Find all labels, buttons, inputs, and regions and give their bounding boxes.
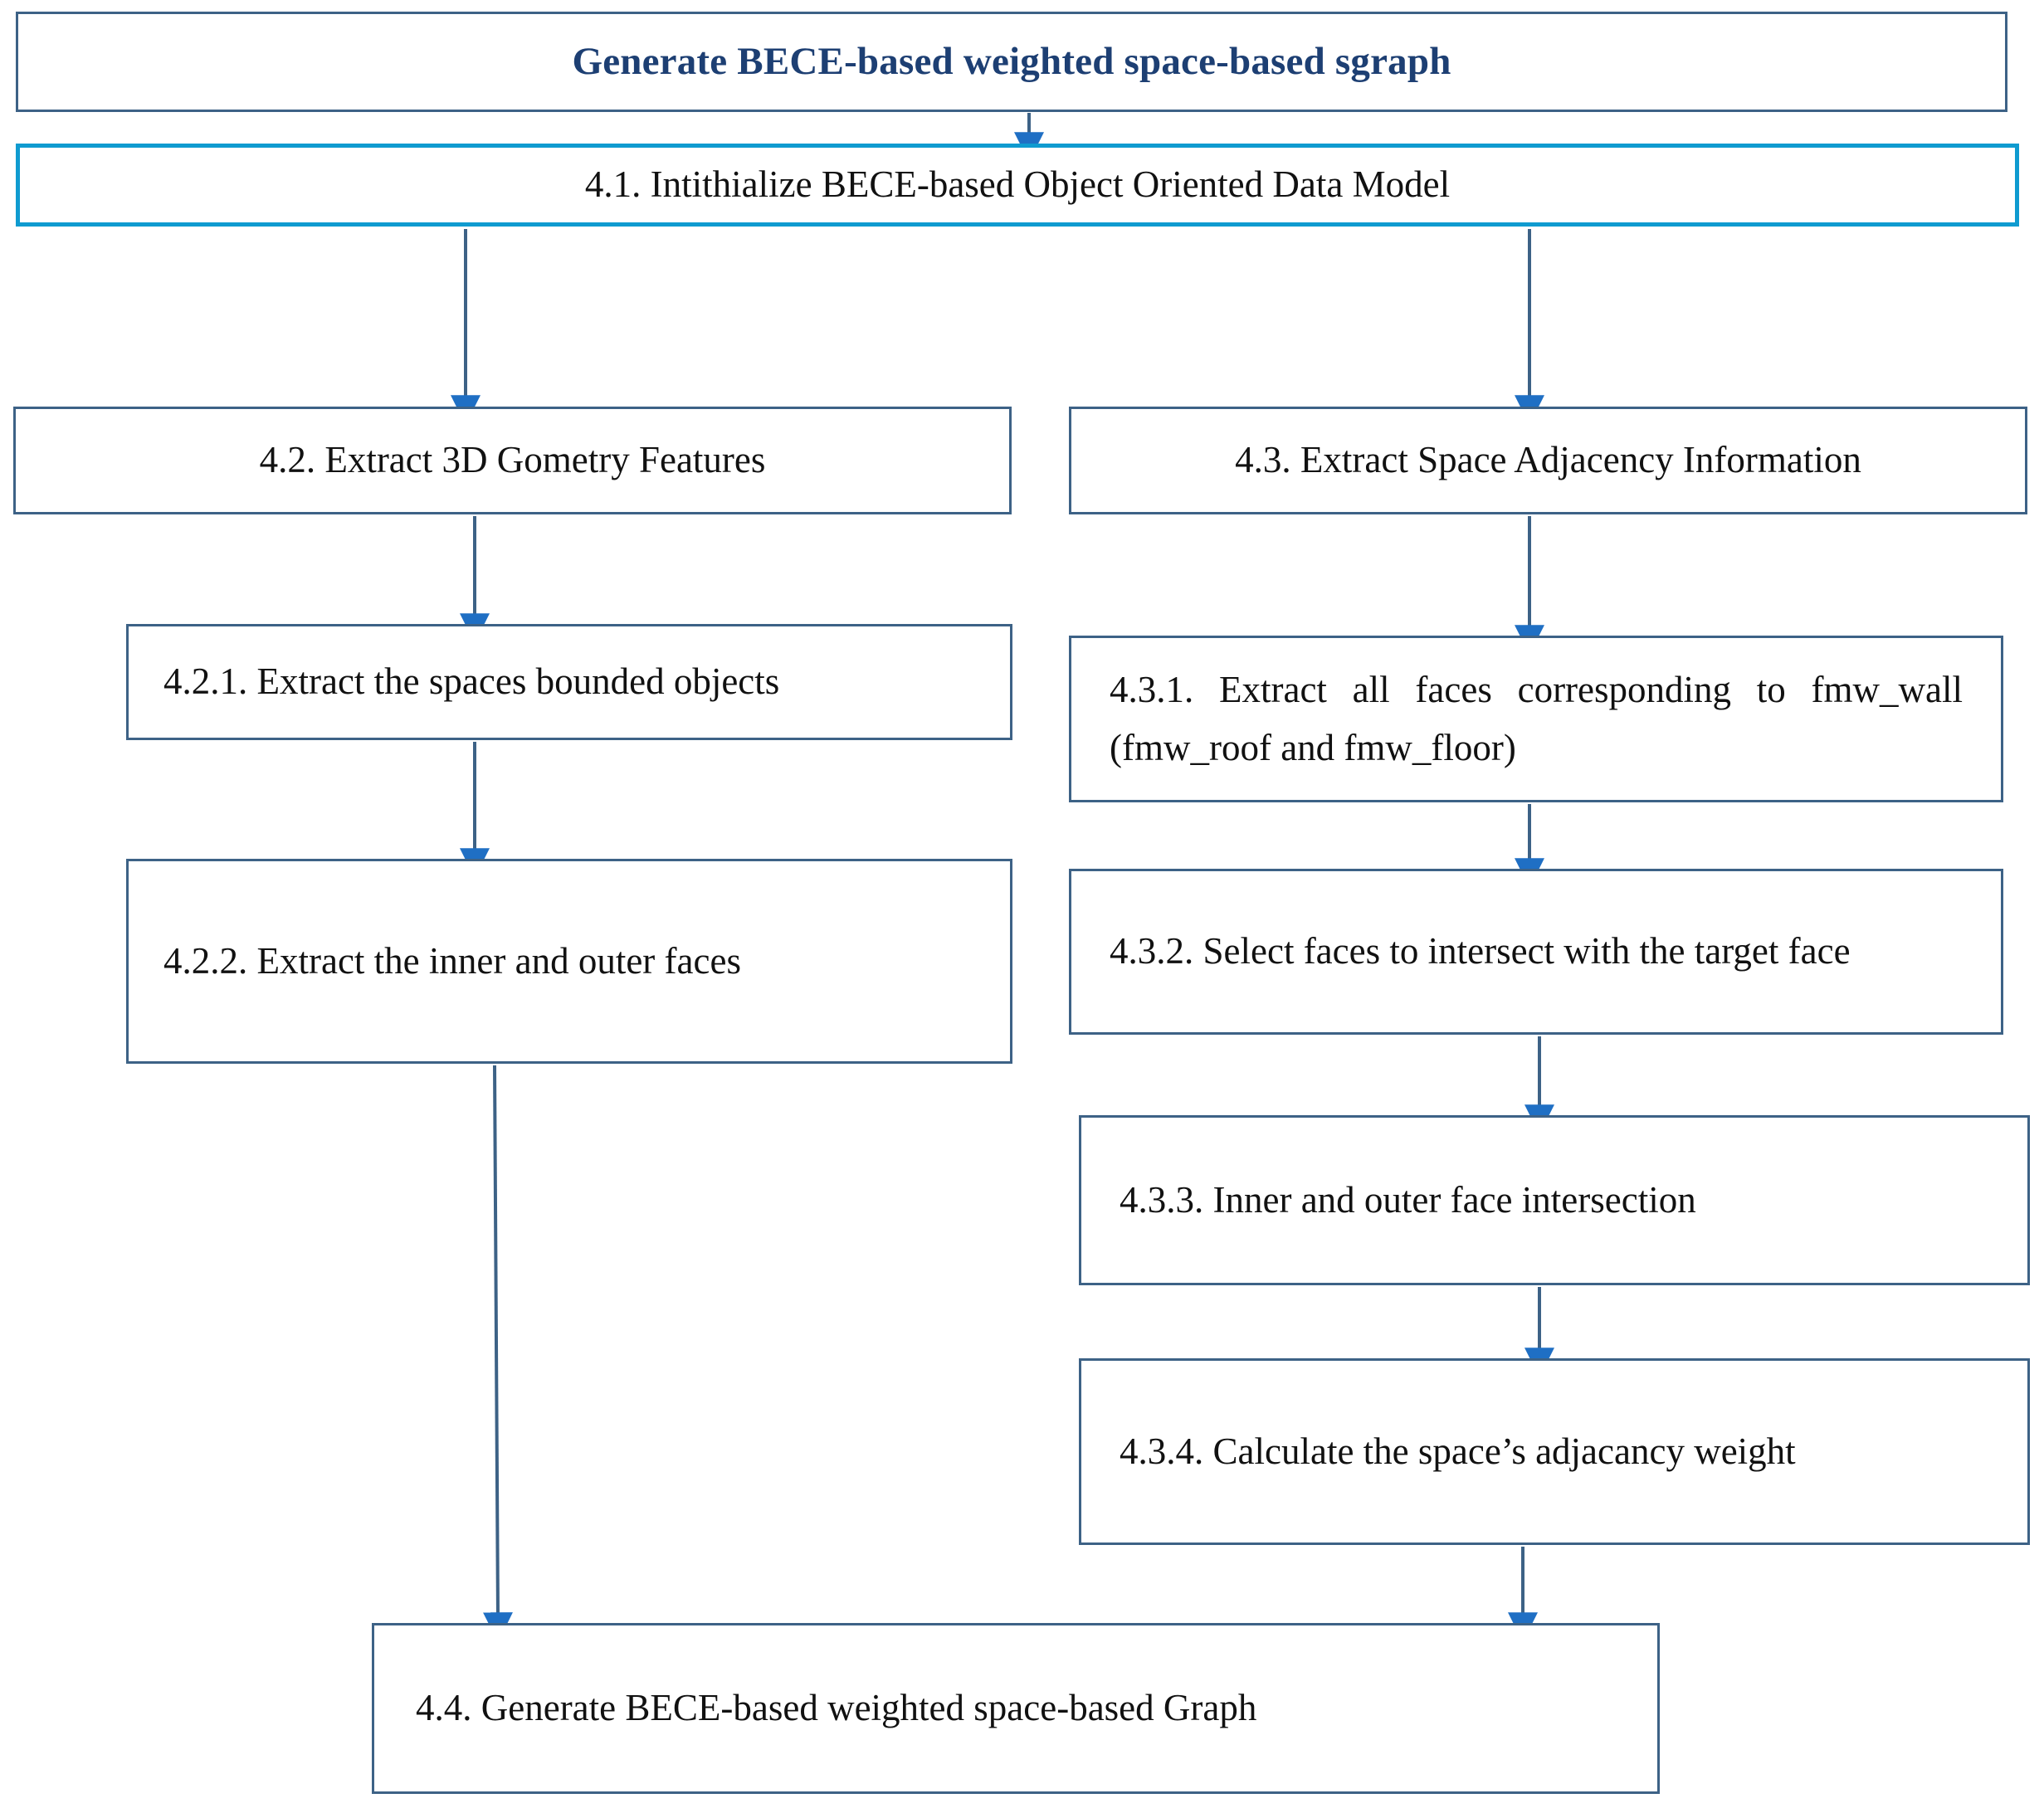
node-4-3-1[interactable]: 4.3.1. Extract all faces corresponding t… (1069, 636, 2003, 802)
node-4-1[interactable]: 4.1. Intithialize BECE-based Object Orie… (16, 144, 2019, 227)
node-4-3[interactable]: 4.3. Extract Space Adjacency Information (1069, 407, 2027, 514)
node-4-2-2-label: 4.2.2. Extract the inner and outer faces (163, 939, 741, 982)
node-4-3-4[interactable]: 4.3.4. Calculate the space’s adjacancy w… (1079, 1358, 2030, 1545)
node-4-2-2[interactable]: 4.2.2. Extract the inner and outer faces (126, 859, 1012, 1064)
node-4-3-2[interactable]: 4.3.2. Select faces to intersect with th… (1069, 869, 2003, 1035)
node-4-3-1-label: 4.3.1. Extract all faces corresponding t… (1110, 668, 1963, 768)
node-4-2-1-label: 4.2.1. Extract the spaces bounded object… (163, 660, 780, 703)
node-4-4[interactable]: 4.4. Generate BECE-based weighted space-… (372, 1623, 1660, 1794)
node-4-3-3[interactable]: 4.3.3. Inner and outer face intersection (1079, 1115, 2030, 1285)
node-title[interactable]: Generate BECE-based weighted space-based… (16, 12, 2007, 112)
edge-422-to-44 (482, 1065, 513, 1643)
node-4-2[interactable]: 4.2. Extract 3D Gometry Features (13, 407, 1012, 514)
node-4-3-3-label: 4.3.3. Inner and outer face intersection (1120, 1178, 1696, 1221)
node-4-4-label: 4.4. Generate BECE-based weighted space-… (416, 1687, 1257, 1729)
node-title-label: Generate BECE-based weighted space-based… (572, 40, 1451, 84)
node-4-3-label: 4.3. Extract Space Adjacency Information (1235, 439, 1861, 481)
node-4-2-label: 4.2. Extract 3D Gometry Features (259, 439, 766, 481)
node-4-2-1[interactable]: 4.2.1. Extract the spaces bounded object… (126, 624, 1012, 740)
node-4-3-2-label: 4.3.2. Select faces to intersect with th… (1110, 930, 1851, 972)
node-4-1-label: 4.1. Intithialize BECE-based Object Orie… (584, 163, 1451, 206)
node-4-3-4-label: 4.3.4. Calculate the space’s adjacancy w… (1120, 1430, 1796, 1472)
